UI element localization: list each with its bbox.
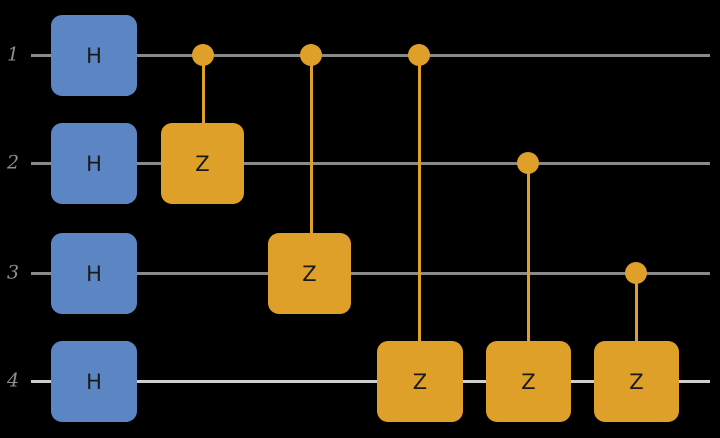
qubit-wire-2 [31,162,710,165]
gate-z-q4[interactable]: Z [377,341,463,422]
gate-label: Z [629,369,644,394]
gate-label: H [86,261,102,286]
cz-q3-q4-control-dot[interactable] [625,262,647,284]
qubit-label-4: 4 [6,369,20,392]
cz-q2-q4-control-dot[interactable] [517,152,539,174]
gate-z-q3[interactable]: Z [268,233,351,314]
gate-z-q4[interactable]: Z [594,341,679,422]
cz-q1-q3-connector [310,55,313,239]
gate-label: H [86,43,102,68]
cz-q1-q4-connector [418,55,421,347]
cz-q3-q4-connector [635,273,638,347]
gate-label: Z [195,151,210,176]
cz-q1-q2-connector [202,55,205,129]
gate-label: Z [521,369,536,394]
gate-h-q1[interactable]: H [51,15,137,96]
cz-q1-q3-control-dot[interactable] [300,44,322,66]
qubit-wire-3 [31,272,710,275]
cz-q1-q2-control-dot[interactable] [192,44,214,66]
qubit-label-1: 1 [6,43,20,66]
gate-z-q2[interactable]: Z [161,123,244,204]
gate-h-q2[interactable]: H [51,123,137,204]
cz-q1-q4-control-dot[interactable] [408,44,430,66]
gate-label: Z [412,369,428,394]
gate-label: H [86,369,102,394]
cz-q2-q4-connector [527,163,530,347]
qubit-wire-4 [31,380,710,383]
gate-label: H [86,151,102,176]
qubit-label-3: 3 [6,261,20,284]
gate-h-q4[interactable]: H [51,341,137,422]
gate-z-q4[interactable]: Z [486,341,571,422]
qubit-label-2: 2 [6,151,20,174]
gate-label: Z [302,261,317,286]
qubit-wire-1 [31,54,710,57]
gate-h-q3[interactable]: H [51,233,137,314]
